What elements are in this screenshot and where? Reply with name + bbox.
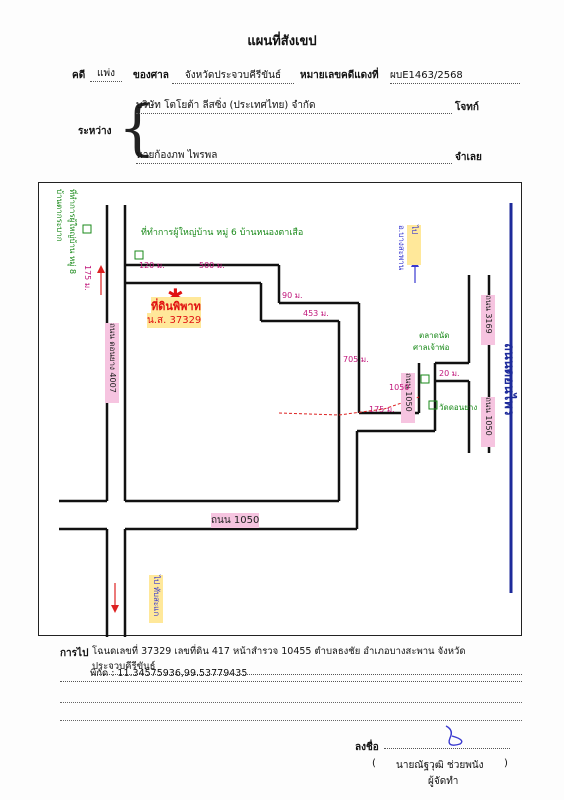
plaintiff-name: บริษัท โตโยต้า ลีสซิ่ง (ประเทศไทย) จำกัด bbox=[136, 98, 452, 114]
route-text: โฉนดเลขที่ 37329 เลขที่ดิน 417 หน้าสำรวจ… bbox=[92, 644, 522, 675]
defendant-name: นายก้องภพ ไพรพล bbox=[136, 148, 452, 164]
dist-4: 453 ม. bbox=[303, 309, 329, 318]
shop-note-2: ศาลเจ้าพ่อ bbox=[413, 343, 450, 352]
signer-name: นายณัฐวุฒิ ช่วยพนัง bbox=[396, 760, 484, 771]
map-drawing: ✱ bbox=[59, 203, 513, 637]
signature-icon bbox=[445, 725, 463, 746]
red-no-label: หมายเลขคดีแดงที่ bbox=[300, 70, 379, 81]
signer-role: ผู้จัดทำ bbox=[428, 776, 459, 787]
paren-close: ) bbox=[504, 758, 508, 769]
blank-line-1 bbox=[60, 702, 522, 703]
paren-open: ( bbox=[372, 758, 376, 769]
road-mid-label: ถนน 1050 bbox=[401, 373, 415, 423]
to-a-label: ไป อ.บางสะพาน bbox=[397, 225, 421, 271]
road-left-label: ถนน ดอนยาง 4007 bbox=[105, 323, 119, 403]
dist-9: 1050 bbox=[389, 383, 410, 392]
route-label: การไป bbox=[60, 648, 89, 659]
brace-icon: { bbox=[118, 93, 157, 163]
page-title: แผนที่สังเขป bbox=[247, 34, 317, 49]
site-label-1: ที่ดินพิพาท bbox=[151, 297, 201, 315]
office-note: ที่ทำการผู้ใหญ่บ้าน หมู่ 6 บ้านหนองตาเสื… bbox=[141, 228, 304, 238]
court-label: ของศาล bbox=[133, 70, 169, 81]
dist-1: 500 ม. bbox=[199, 261, 225, 270]
to-b-label: ไป ทับสะแก bbox=[149, 575, 163, 623]
temple-note: วัดดอนยาง bbox=[439, 403, 478, 412]
red-no-value: ผบE1463/2568 bbox=[390, 68, 520, 84]
plaintiff-role: โจทก์ bbox=[455, 102, 479, 113]
court-value: จังหวัดประจวบคีรีขันธ์ bbox=[172, 68, 294, 84]
dist-7: 20 ม. bbox=[439, 369, 460, 378]
road-right-upper-label: ถนน 3169 bbox=[481, 295, 495, 345]
site-label-2: น.ส. 37329 bbox=[147, 313, 202, 328]
case-label: คดี bbox=[72, 70, 86, 81]
sign-line bbox=[384, 748, 510, 749]
dist-6: 175 ม. bbox=[369, 405, 395, 414]
sign-label: ลงชื่อ bbox=[355, 742, 379, 753]
coords: พิกัด : 11.34575936,99.53779435 bbox=[60, 666, 522, 682]
dist-2: 120 ม. bbox=[139, 261, 165, 270]
dist-8: 175 ม. bbox=[83, 265, 92, 291]
road-bottom-label: ถนน 1050 bbox=[211, 513, 260, 528]
route-line bbox=[278, 396, 420, 416]
dist-5: 705 ม. bbox=[343, 355, 369, 364]
shop-note-1: ตลาดนัด bbox=[419, 331, 450, 340]
dist-3: 90 ม. bbox=[282, 291, 303, 300]
road-right-lower-label: ถนน 1050 bbox=[481, 397, 495, 447]
between-label: ระหว่าง bbox=[78, 126, 112, 137]
blank-line-2 bbox=[60, 720, 522, 721]
defendant-role: จำเลย bbox=[455, 152, 482, 163]
road-main-label: ถนนดอนไพร bbox=[501, 343, 516, 416]
left-vertical-note: ที่ทำการผู้ใหญ่บ้าน หมู่ 8 บ้านตากระบาก bbox=[55, 189, 77, 275]
sketch-map: ✱ ที่ทำการผู้ใหญ่บ้าน หมู่ 8 บ้านตากระบา… bbox=[38, 182, 522, 637]
case-type: แพ่ง bbox=[90, 66, 122, 82]
